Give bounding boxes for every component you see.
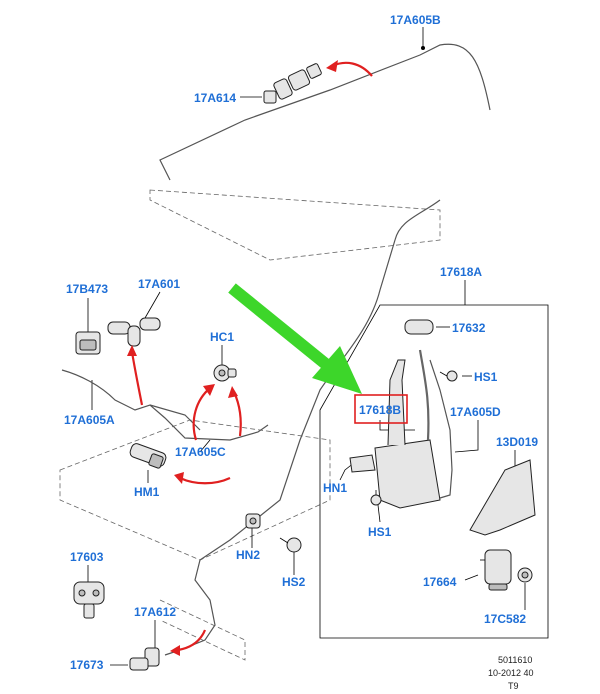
label-17A605C: 17A605C (175, 445, 226, 459)
label-17618A: 17618A (440, 265, 482, 279)
leader-HS1-bottom (377, 504, 381, 523)
label-17618B: 17618B (359, 403, 401, 417)
pump-17664 (480, 549, 512, 591)
reference-code-line2: 10-2012 40 (488, 668, 534, 678)
screw-HS1-bottom (370, 490, 382, 506)
leader-17A605C (199, 439, 211, 453)
clip-17B473 (75, 331, 101, 355)
connector-17A601 (107, 317, 161, 347)
leader-17A605D (454, 420, 479, 453)
label-17C582: 17C582 (484, 612, 526, 626)
label-HN1: HN1 (323, 481, 347, 495)
label-HC1: HC1 (210, 330, 234, 344)
label-13D019: 13D019 (496, 435, 538, 449)
red-curved-arrow-icon (127, 345, 144, 406)
grommet-17C582 (517, 567, 533, 583)
label-HN2: HN2 (236, 548, 260, 562)
reservoir-17618B (349, 319, 441, 509)
reference-code-line1: 5011610 (498, 655, 532, 665)
red-curved-arrow-icon (326, 60, 373, 77)
clip-HC1 (213, 364, 237, 382)
connector-17A614 (263, 63, 322, 104)
hose-17A605D (429, 359, 453, 499)
hose-long-main (164, 199, 441, 656)
label-17B473: 17B473 (66, 282, 108, 296)
label-17664: 17664 (423, 575, 457, 589)
nozzle-17603 (73, 581, 105, 619)
label-HM1: HM1 (134, 485, 160, 499)
label-17A614: 17A614 (194, 91, 236, 105)
nut-HN2 (245, 513, 261, 529)
label-17632: 17632 (452, 321, 486, 335)
bottom-outline (159, 599, 246, 661)
label-17A605B: 17A605B (390, 13, 441, 27)
label-17603: 17603 (70, 550, 104, 564)
hose-17A605A (61, 369, 269, 441)
screw-HS2 (279, 537, 302, 553)
green-arrow-icon (228, 283, 362, 394)
screw-HS1-top (439, 370, 458, 382)
hose-17A605C-link (149, 404, 201, 431)
label-HS1-top: HS1 (474, 370, 498, 384)
label-17A601: 17A601 (138, 277, 180, 291)
red-curved-arrow-icon (174, 472, 231, 485)
red-curved-arrow-icon (228, 386, 242, 437)
cap-17632 (404, 319, 434, 335)
reference-code-line3: T9 (508, 681, 519, 691)
hose-17A605B (159, 43, 491, 181)
red-curved-arrow-icon (192, 384, 215, 441)
filler-neck (418, 349, 430, 441)
label-HS2: HS2 (282, 575, 306, 589)
bracket-13D019 (469, 459, 536, 536)
leader-17664 (464, 574, 479, 581)
highlight-box-17618B (354, 394, 408, 424)
reservoir-box (319, 304, 549, 639)
red-curved-arrow-icon (170, 629, 207, 656)
label-17673: 17673 (70, 658, 104, 672)
leader-dot-17A605B (421, 46, 425, 50)
label-17A605A: 17A605A (64, 413, 115, 427)
label-HS1-bottom: HS1 (368, 525, 392, 539)
bonnet-outline (149, 189, 441, 261)
leader-17A601 (144, 291, 161, 319)
nozzle-HM1 (129, 443, 167, 469)
label-17A612: 17A612 (134, 605, 176, 619)
label-17A605D: 17A605D (450, 405, 501, 419)
connector-17A612 (129, 647, 160, 671)
